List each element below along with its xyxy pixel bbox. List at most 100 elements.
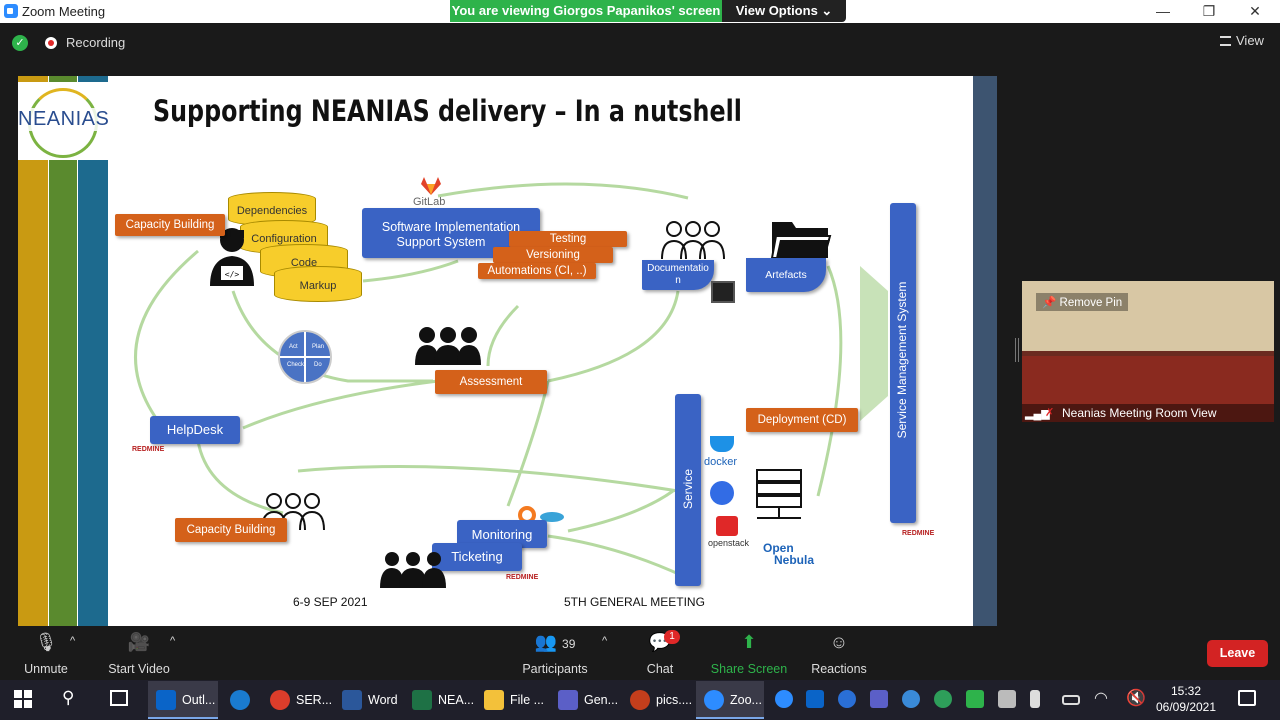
taskbar-excel[interactable]: NEA... <box>404 681 474 719</box>
microphone-muted-icon: 🎙 <box>34 632 58 652</box>
taskbar-teams[interactable]: Gen... <box>550 681 620 719</box>
restore-button[interactable]: ❐ <box>1202 3 1216 19</box>
pdca-check: Check <box>287 362 305 368</box>
book-icon <box>711 281 735 303</box>
tray-zoom-icon[interactable] <box>775 690 793 708</box>
participants-icon: 👥 39 <box>534 632 576 652</box>
pdca-do: Do <box>314 362 322 368</box>
tray-teams-icon[interactable] <box>870 690 888 708</box>
software-impl-line1: Software Implementation <box>381 220 521 234</box>
neanias-logo: NEANIAS <box>18 82 109 160</box>
recording-label[interactable]: Recording <box>66 35 126 50</box>
slide-footer-date: 6-9 SEP 2021 <box>293 595 368 609</box>
start-video-label: Start Video <box>108 662 170 676</box>
taskbar-powerpoint[interactable]: pics.... <box>622 681 694 719</box>
tray-printer-icon[interactable] <box>998 690 1016 708</box>
teams-icon <box>558 690 578 710</box>
leave-button[interactable]: Leave <box>1207 640 1268 667</box>
windows-start-icon[interactable] <box>14 690 32 708</box>
close-button[interactable]: ✕ <box>1249 3 1261 19</box>
view-label: View <box>1236 33 1264 48</box>
capacity-building-bottom-box: Capacity Building <box>175 518 287 542</box>
view-grid-icon <box>1220 36 1231 46</box>
assessment-people-icon <box>415 327 481 365</box>
automations-box: Automations (CI, ..) <box>478 263 596 279</box>
openstack-label: openstack <box>708 538 750 548</box>
service-management-system-box: Service Management System <box>890 203 916 523</box>
start-video-button[interactable]: 🎥 Start Video <box>104 632 174 676</box>
chrome-icon <box>270 690 290 710</box>
participants-label: Participants <box>522 662 588 676</box>
tray-wifi-icon[interactable]: ◠ <box>1094 690 1108 707</box>
redmine-ticketing-logo: REDMINE <box>506 574 539 581</box>
slide-footer-event: 5TH GENERAL MEETING <box>564 595 705 609</box>
task-view-icon[interactable] <box>110 690 128 706</box>
cylinder-markup: Markup <box>274 266 362 302</box>
tray-security-icon[interactable] <box>966 690 984 708</box>
tray-usb-icon[interactable] <box>1030 690 1040 708</box>
unmute-button[interactable]: 🎙 Unmute <box>20 632 72 676</box>
taskbar-outlook[interactable]: Outl... <box>148 681 218 719</box>
slide-stripe-green <box>49 76 77 626</box>
recording-icon <box>45 37 57 49</box>
participants-chevron-icon[interactable]: ^ <box>602 635 608 647</box>
powerpoint-icon <box>630 690 650 710</box>
opennebula-line2: Nebula <box>774 553 815 567</box>
zoom-icon <box>704 690 724 710</box>
taskbar-file-explorer-label: File ... <box>510 693 545 707</box>
folder-icon <box>770 222 832 259</box>
tray-onedrive-icon[interactable] <box>838 690 856 708</box>
taskbar-internet-explorer[interactable] <box>222 681 258 719</box>
muted-mic-icon: ✗ <box>1045 407 1055 419</box>
taskbar-powerpoint-label: pics.... <box>656 693 693 707</box>
participants-button[interactable]: 👥 39 Participants <box>518 632 592 676</box>
security-shield-icon[interactable]: ✓ <box>12 35 28 51</box>
notifications-icon[interactable] <box>1238 690 1256 706</box>
view-button[interactable]: View <box>1220 33 1264 48</box>
slide-right-band <box>973 76 997 626</box>
video-off-icon: 🎥 <box>127 632 151 652</box>
tray-globe-icon[interactable] <box>934 690 952 708</box>
slide-stripe-gold <box>18 76 48 626</box>
slide-connectors <box>134 182 888 578</box>
audio-options-chevron-icon[interactable]: ^ <box>70 635 76 647</box>
share-screen-label: Share Screen <box>710 662 788 676</box>
tray-volume-muted-icon[interactable]: 🔇 <box>1126 690 1146 707</box>
versioning-box: Versioning <box>493 247 613 263</box>
taskbar-zoom[interactable]: Zoo... <box>696 681 764 719</box>
tray-battery-icon[interactable] <box>1062 695 1080 705</box>
chat-label: Chat <box>646 662 674 676</box>
pdca-plan: Plan <box>312 344 325 350</box>
minimize-button[interactable]: — <box>1156 3 1170 19</box>
reactions-button[interactable]: ☺ Reactions <box>808 632 870 676</box>
ticketing-people-icon <box>380 552 446 588</box>
docker-label: docker <box>704 456 738 468</box>
search-icon[interactable]: ⚲ <box>62 688 75 707</box>
shared-screen-slide: NEANIAS Supporting NEANIAS delivery – In… <box>18 76 973 626</box>
panel-splitter-handle[interactable] <box>1015 338 1019 362</box>
deployment-box: Deployment (CD) <box>746 408 858 432</box>
clock-time: 15:32 <box>1170 684 1202 698</box>
software-impl-line2: Support System <box>396 235 486 249</box>
documentation-people-icon <box>661 221 725 260</box>
taskbar-file-explorer[interactable]: File ... <box>476 681 548 719</box>
artefacts-box: Artefacts <box>746 258 826 292</box>
redmine-sms-logo: REDMINE <box>902 530 935 537</box>
remove-pin-button[interactable]: 📌 Remove Pin <box>1036 293 1129 311</box>
tray-outlook-icon[interactable] <box>806 690 824 708</box>
view-options-button[interactable]: View Options ⌄ <box>722 0 846 22</box>
taskbar-word[interactable]: Word <box>334 681 400 719</box>
taskbar-chrome[interactable]: SER... <box>262 681 332 719</box>
taskbar-clock[interactable]: 15:32 06/09/2021 <box>1150 683 1222 715</box>
video-tile[interactable] <box>1022 281 1274 422</box>
tray-network-share-icon[interactable] <box>902 690 920 708</box>
taskbar-teams-label: Gen... <box>584 693 619 707</box>
excel-icon <box>412 690 432 710</box>
video-options-chevron-icon[interactable]: ^ <box>170 635 176 647</box>
viewing-screen-banner: You are viewing Giorgos Papanikos' scree… <box>450 0 722 22</box>
share-screen-icon: ⬆ <box>741 632 757 652</box>
share-screen-button[interactable]: ⬆ Share Screen <box>710 632 788 676</box>
internet-explorer-icon <box>230 690 250 710</box>
remove-pin-label: Remove Pin <box>1059 297 1123 309</box>
reactions-smiley-icon: ☺ <box>829 632 849 652</box>
